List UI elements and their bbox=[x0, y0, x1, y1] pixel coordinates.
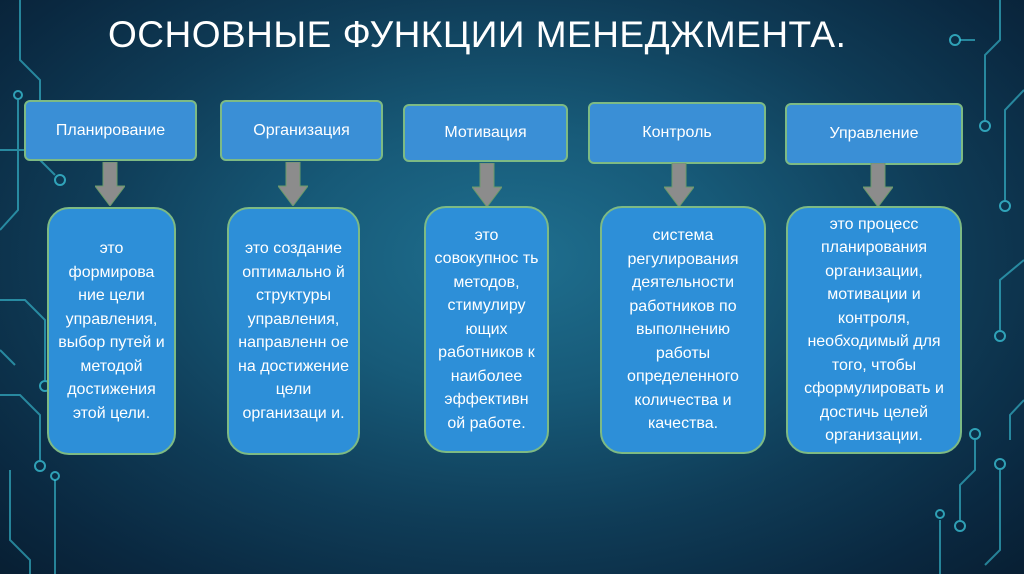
function-label-control: Контроль bbox=[642, 124, 712, 141]
description-text: система регулирования деятельности работ… bbox=[627, 227, 739, 433]
function-box-planning: Планирование bbox=[24, 100, 197, 161]
description-text: это процесс планирования организации, мо… bbox=[804, 215, 944, 445]
down-arrow-icon bbox=[863, 163, 893, 207]
down-arrow-icon bbox=[278, 162, 308, 206]
down-arrow-icon bbox=[95, 162, 125, 206]
description-text: это совокупнос ть методов, стимулиру ющи… bbox=[434, 226, 539, 432]
function-label-motivation: Мотивация bbox=[444, 124, 527, 141]
description-text: это создание оптимально й структуры упра… bbox=[238, 240, 349, 422]
function-box-control: Контроль bbox=[588, 102, 766, 164]
function-description-organization: это создание оптимально й структуры упра… bbox=[227, 207, 360, 455]
down-arrow-icon bbox=[664, 163, 694, 207]
function-description-management: это процесс планирования организации, мо… bbox=[786, 206, 962, 454]
function-box-motivation: Мотивация bbox=[403, 104, 568, 162]
function-label-organization: Организация bbox=[253, 122, 350, 139]
function-description-planning: это формирова ние цели управления, выбор… bbox=[47, 207, 176, 455]
function-label-planning: Планирование bbox=[55, 121, 166, 139]
function-label-management: Управление bbox=[829, 125, 919, 142]
description-text: это формирова ние цели управления, выбор… bbox=[58, 240, 165, 422]
function-description-control: система регулирования деятельности работ… bbox=[600, 206, 766, 454]
down-arrow-icon bbox=[472, 163, 502, 207]
page-title: ОСНОВНЫЕ ФУНКЦИИ МЕНЕДЖМЕНТА. bbox=[108, 14, 847, 55]
function-box-management: Управление bbox=[785, 103, 963, 165]
function-description-motivation: это совокупнос ть методов, стимулиру ющи… bbox=[424, 206, 549, 453]
function-box-organization: Организация bbox=[220, 100, 383, 161]
